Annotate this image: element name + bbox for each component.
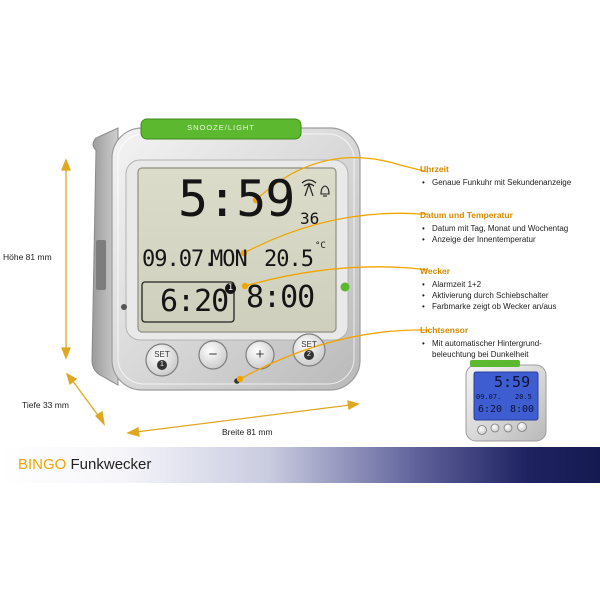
- lcd-time: 5:59: [178, 170, 295, 228]
- lcd-temperature: 20.5: [264, 247, 314, 272]
- depth-label: Tiefe 33 mm: [22, 400, 69, 410]
- height-label: Höhe 81 mm: [3, 252, 52, 262]
- width-arrow: [126, 400, 360, 437]
- lcd-temp-unit: °C: [315, 241, 326, 251]
- depth-arrow: [65, 372, 105, 426]
- callout-item: Genaue Funkuhr mit Sekundenanzeige: [420, 177, 582, 188]
- callout-title: Uhrzeit: [420, 164, 449, 174]
- thumb-time: 5:59: [494, 373, 531, 391]
- set1-number: 1: [157, 360, 167, 370]
- lcd-date: 09.07.: [142, 247, 216, 272]
- set2-label: SET: [301, 340, 317, 349]
- callout-wecker: Wecker Alarmzeit 1+2 Aktivierung durch S…: [420, 266, 595, 312]
- thumb-alarm1: 6:20: [478, 404, 503, 415]
- lcd-seconds: 36: [300, 209, 320, 228]
- snooze-light-bar: [140, 118, 302, 140]
- alarm1-frame: [141, 281, 235, 323]
- radio-signal-icon: [301, 179, 317, 197]
- backlit-clock-thumbnail: [465, 360, 547, 442]
- callout-leaders: [236, 157, 429, 383]
- footer-banner: [0, 447, 600, 483]
- callout-item: Anzeige der Innentemperatur: [420, 234, 595, 245]
- callout-title: Datum und Temperatur: [420, 210, 513, 220]
- callout-uhrzeit: Uhrzeit Genaue Funkuhr mit Sekundenanzei…: [420, 164, 595, 188]
- product-name: Funkwecker: [70, 456, 152, 473]
- callout-item: Farbmarke zeigt ob Wecker an/aus: [420, 301, 595, 312]
- set2-button[interactable]: SET 2: [293, 334, 325, 366]
- lcd-display: [137, 167, 337, 333]
- callout-item: Mit automatischer Hintergrund-beleuchtun…: [420, 338, 572, 360]
- thumb-date: 09.07.: [476, 393, 502, 401]
- thumb-alarm2: 8:00: [510, 404, 535, 415]
- callout-item: Datum mit Tag, Monat und Wochentag: [420, 223, 582, 234]
- set1-label: SET: [154, 350, 170, 359]
- lcd-alarm1: 6:20: [160, 284, 229, 319]
- snooze-light-label: SNOOZE/LIGHT: [187, 123, 255, 132]
- callout-datum-temperatur: Datum und Temperatur Datum mit Tag, Mona…: [420, 210, 595, 245]
- minus-button[interactable]: −: [208, 346, 218, 363]
- set2-number: 2: [304, 350, 314, 360]
- height-arrow: [61, 158, 71, 360]
- lcd-alarm1-index: 1: [225, 283, 236, 294]
- thumb-temperature: 20.5: [515, 393, 532, 401]
- width-label: Breite 81 mm: [222, 427, 273, 437]
- minus-button-shape: [198, 340, 228, 370]
- callout-title: Wecker: [420, 266, 451, 276]
- bell-icon: [320, 185, 330, 197]
- lcd-weekday: MON: [210, 247, 248, 272]
- plus-button[interactable]: +: [255, 346, 265, 363]
- brand-name: BINGO: [18, 456, 67, 473]
- lcd-alarm2: 8:00: [246, 280, 315, 315]
- product-title: BINGO Funkwecker: [18, 456, 151, 473]
- callout-lichtsensor: Lichtsensor Mit automatischer Hintergrun…: [420, 325, 595, 360]
- callout-title: Lichtsensor: [420, 325, 469, 335]
- callout-item: Alarmzeit 1+2: [420, 279, 595, 290]
- set1-button[interactable]: SET 1: [146, 344, 178, 376]
- side-switch: [96, 240, 106, 290]
- callout-item: Aktivierung durch Schiebschalter: [420, 290, 595, 301]
